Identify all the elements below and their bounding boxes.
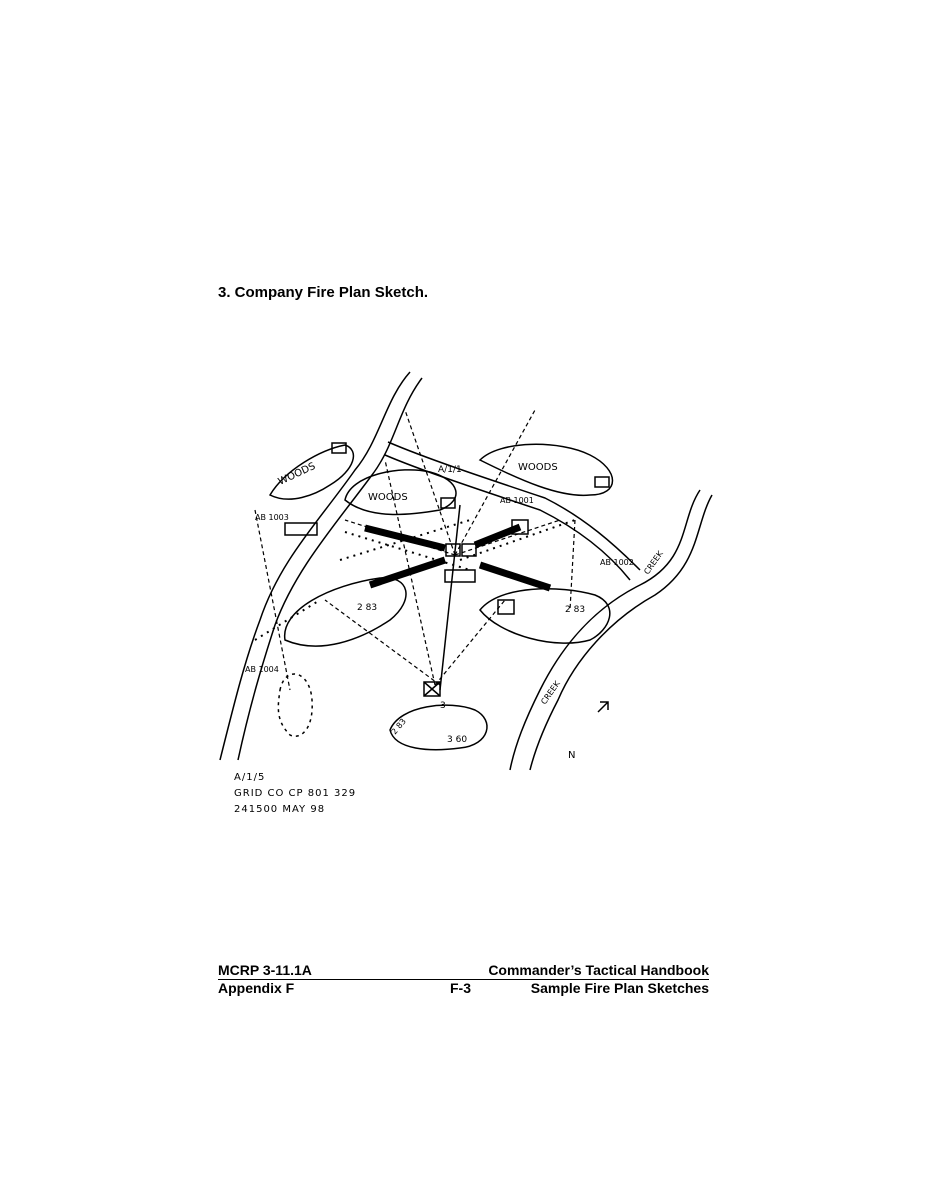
unit-label: A/1/1: [438, 465, 462, 475]
woods: [478, 443, 614, 497]
creek-label: CREEK: [642, 549, 665, 576]
final-protective-line: [364, 524, 446, 552]
date-note: 241500 MAY 98: [234, 804, 326, 815]
final-protective-line: [478, 561, 552, 592]
command-post-symbol: [423, 681, 441, 697]
publication-id: MCRP 3-11.1A: [218, 962, 312, 978]
hill: [284, 577, 407, 647]
unit-note: A/1/5: [234, 772, 266, 783]
woods: [344, 469, 457, 516]
creek: [509, 489, 701, 771]
road: [219, 371, 411, 761]
position-label: 3: [440, 701, 446, 711]
creek: [529, 494, 713, 771]
footer-bottom-row: Appendix F F-3 Sample Fire Plan Sketches: [218, 980, 709, 997]
ab-label: AB 1003: [255, 513, 289, 522]
ab-label: AB 1002: [600, 558, 634, 567]
page-footer: MCRP 3-11.1A Commander’s Tactical Handbo…: [218, 962, 709, 997]
unit-symbol: [284, 522, 318, 536]
woods-label: WOODS: [277, 461, 318, 488]
section-title: 3. Company Fire Plan Sketch.: [218, 284, 429, 301]
road: [237, 377, 423, 761]
hill: [277, 673, 313, 737]
hill: [389, 704, 488, 751]
woods-label: WOODS: [518, 462, 558, 473]
road: [384, 454, 631, 581]
publication-title: Commander’s Tactical Handbook: [488, 962, 709, 978]
creek-label: CREEK: [539, 679, 562, 706]
north-arrow-icon: [597, 701, 609, 713]
weapon-label: 3 60: [447, 735, 467, 745]
footer-top-row: MCRP 3-11.1A Commander’s Tactical Handbo…: [218, 962, 709, 979]
final-protective-line: [368, 556, 447, 589]
woods-label: WOODS: [368, 492, 408, 503]
sector-lines: [254, 409, 576, 691]
grid-note: GRID CO CP 801 329: [234, 788, 357, 799]
page-number: F-3: [450, 980, 471, 996]
unit-symbol: [594, 476, 610, 488]
weapon-label: 2 83: [357, 603, 377, 613]
woods: [268, 444, 355, 500]
north-label: N: [568, 750, 575, 761]
wire-obstacles: [254, 519, 576, 641]
principal-direction-line: [439, 504, 461, 691]
unit-symbol: [461, 543, 477, 557]
unit-symbol: [497, 599, 515, 615]
footer-rule: [218, 979, 709, 980]
sketch-notes: A/1/5 GRID CO CP 801 329 241500 MAY 98: [234, 770, 356, 818]
weapon-label: 2 83: [390, 717, 408, 736]
appendix-label: Appendix F: [218, 980, 295, 996]
unit-symbol: [440, 497, 456, 509]
unit-symbol: [331, 442, 347, 454]
command-post-cross: [423, 681, 441, 697]
road: [387, 441, 641, 571]
unit-symbol: [511, 519, 529, 535]
unit-symbol: [445, 543, 461, 557]
section-name: Sample Fire Plan Sketches: [530, 980, 709, 996]
weapon-label: 2 83: [565, 605, 585, 615]
hill: [479, 588, 611, 644]
unit-symbol: [444, 569, 476, 583]
ab-label: AB 1004: [245, 665, 279, 674]
ab-label: AB 1001: [500, 496, 534, 505]
